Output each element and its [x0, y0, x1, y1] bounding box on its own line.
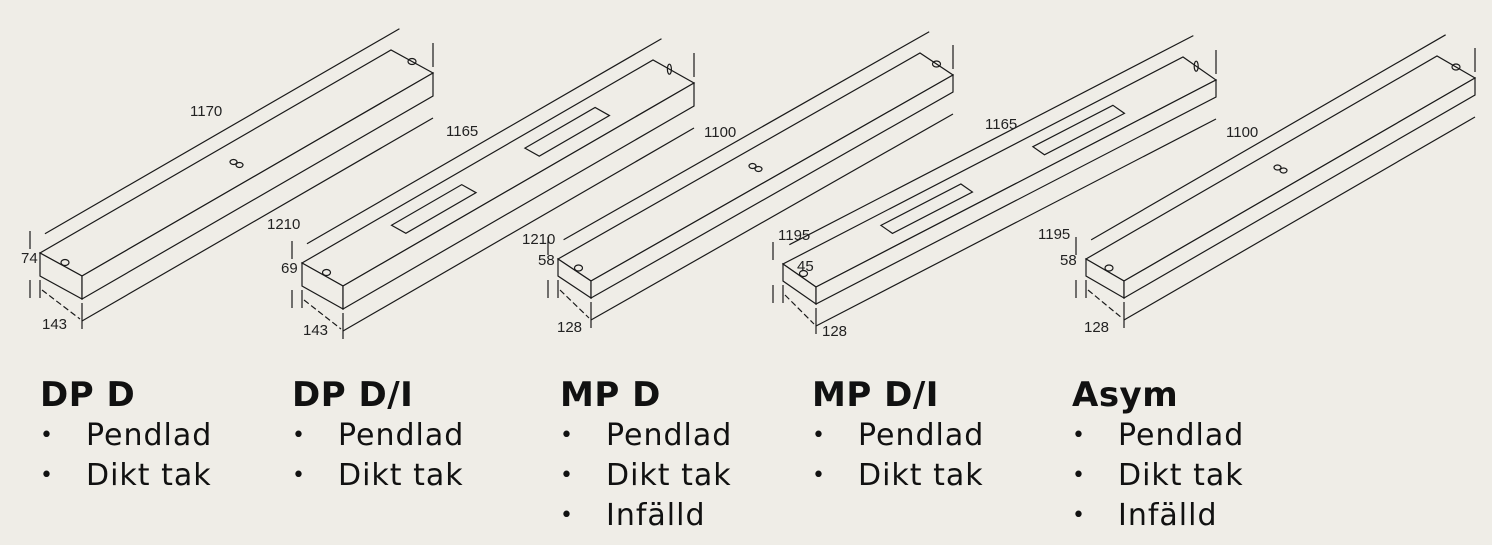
dim-mpd-length-top: 1100: [704, 124, 737, 141]
dim-dpdi-width: 143: [303, 322, 329, 339]
dim-mpdi-length-bottom: 1195: [778, 227, 811, 244]
suspension-hole-icon: [754, 165, 763, 173]
dimension-line-top: [789, 35, 1194, 246]
suspension-hole-icon: [1193, 60, 1199, 72]
width-dimension-line: [1087, 289, 1123, 319]
width-dimension-line: [41, 289, 81, 320]
dim-mpdi-height: 45: [797, 258, 814, 275]
product-dp-d: DP D •Pendlad •Dikt tak: [40, 374, 212, 496]
feature-item: •Dikt tak: [1072, 456, 1244, 496]
dim-mpd-width: 128: [557, 319, 583, 336]
dim-dpdi-length-top: 1165: [446, 123, 479, 140]
product-dp-di: DP D/I •Pendlad •Dikt tak: [292, 374, 464, 496]
feature-item: •Pendlad: [812, 416, 984, 456]
feature-item: •Dikt tak: [292, 456, 464, 496]
product-title: MP D: [560, 375, 661, 415]
mounting-hole-icon: [798, 269, 809, 278]
suspension-hole-icon: [1273, 164, 1282, 171]
width-dimension-line: [784, 294, 815, 325]
suspension-hole-icon: [666, 63, 673, 75]
luminaire-drawings: [29, 28, 1477, 339]
box-side-face: [342, 81, 695, 311]
dim-mpdi-length-top: 1165: [985, 116, 1018, 133]
feature-item: •Dikt tak: [40, 456, 212, 496]
bullet-icon: •: [40, 423, 54, 448]
diffuser-slot: [879, 183, 974, 235]
dim-asym-width: 128: [1084, 319, 1110, 336]
feature-item: •Pendlad: [1072, 416, 1244, 456]
bullet-icon: •: [560, 463, 574, 488]
box-side-face: [1123, 76, 1476, 300]
product-title: DP D: [40, 375, 136, 415]
diffuser-slot: [1031, 104, 1126, 156]
bullet-icon: •: [1072, 423, 1086, 448]
dim-dpdi-length-bottom: 1210: [267, 216, 301, 233]
mounting-hole-icon: [60, 258, 70, 267]
dim-dpd-height: 74: [21, 250, 38, 267]
bullet-icon: •: [1072, 503, 1086, 528]
mounting-hole-icon: [407, 57, 417, 66]
dimension-line-top: [563, 31, 930, 241]
dimension-line-top: [306, 38, 662, 245]
bullet-icon: •: [292, 463, 306, 488]
dimension-line-bottom: [81, 117, 434, 322]
product-title: MP D/I: [812, 375, 939, 415]
box-side-face: [815, 79, 1217, 305]
suspension-hole-icon: [748, 162, 757, 170]
dim-dpd-length: 1170: [190, 103, 223, 120]
dimension-line-top: [44, 28, 400, 235]
product-title: DP D/I: [292, 375, 414, 415]
dim-mpd-height: 58: [538, 252, 555, 269]
box-side-face: [81, 71, 434, 301]
feature-item: •Pendlad: [292, 416, 464, 456]
feature-item: •Dikt tak: [560, 456, 732, 496]
box-side-face: [590, 73, 954, 300]
mounting-hole-icon: [573, 264, 584, 272]
diffuser-slot: [390, 183, 478, 234]
bullet-icon: •: [560, 503, 574, 528]
dimension-line-bottom: [815, 118, 1217, 327]
bullet-icon: •: [812, 463, 826, 488]
dim-dpdi-height: 69: [281, 260, 298, 277]
dim-asym-length-bottom: 1195: [1038, 226, 1071, 243]
suspension-hole-icon: [1279, 167, 1288, 174]
mounting-hole-icon: [931, 60, 942, 68]
feature-item: •Infälld: [560, 496, 732, 536]
dimension-line-bottom: [590, 113, 954, 321]
bullet-icon: •: [1072, 463, 1086, 488]
dim-asym-length-top: 1100: [1226, 124, 1259, 141]
suspension-hole-icon: [235, 161, 244, 169]
suspension-hole-icon: [229, 158, 238, 166]
product-mp-di: MP D/I •Pendlad •Dikt tak: [812, 374, 984, 496]
bullet-icon: •: [560, 423, 574, 448]
width-dimension-line: [559, 289, 590, 319]
dimension-line-top: [1090, 34, 1446, 241]
width-dimension-line: [303, 299, 342, 330]
product-mp-d: MP D •Pendlad •Dikt tak •Infälld: [560, 374, 732, 536]
dim-mpdi-width: 128: [822, 323, 848, 340]
bullet-icon: •: [40, 463, 54, 488]
feature-item: •Dikt tak: [812, 456, 984, 496]
dimension-line-bottom: [342, 127, 695, 332]
mounting-hole-icon: [1451, 63, 1461, 71]
product-asym: Asym •Pendlad •Dikt tak •Infälld: [1072, 374, 1244, 536]
dim-dpd-width: 143: [42, 316, 68, 333]
product-title: Asym: [1072, 375, 1179, 415]
bullet-icon: •: [292, 423, 306, 448]
feature-item: •Infälld: [1072, 496, 1244, 536]
feature-item: •Pendlad: [40, 416, 212, 456]
mounting-hole-icon: [1104, 264, 1114, 272]
mounting-hole-icon: [321, 268, 332, 277]
dimension-line-bottom: [1123, 116, 1476, 321]
dim-mpd-length-bottom: 1210: [522, 231, 556, 248]
bullet-icon: •: [812, 423, 826, 448]
feature-item: •Pendlad: [560, 416, 732, 456]
diffuser-slot: [523, 106, 611, 157]
dim-asym-height: 58: [1060, 252, 1077, 269]
